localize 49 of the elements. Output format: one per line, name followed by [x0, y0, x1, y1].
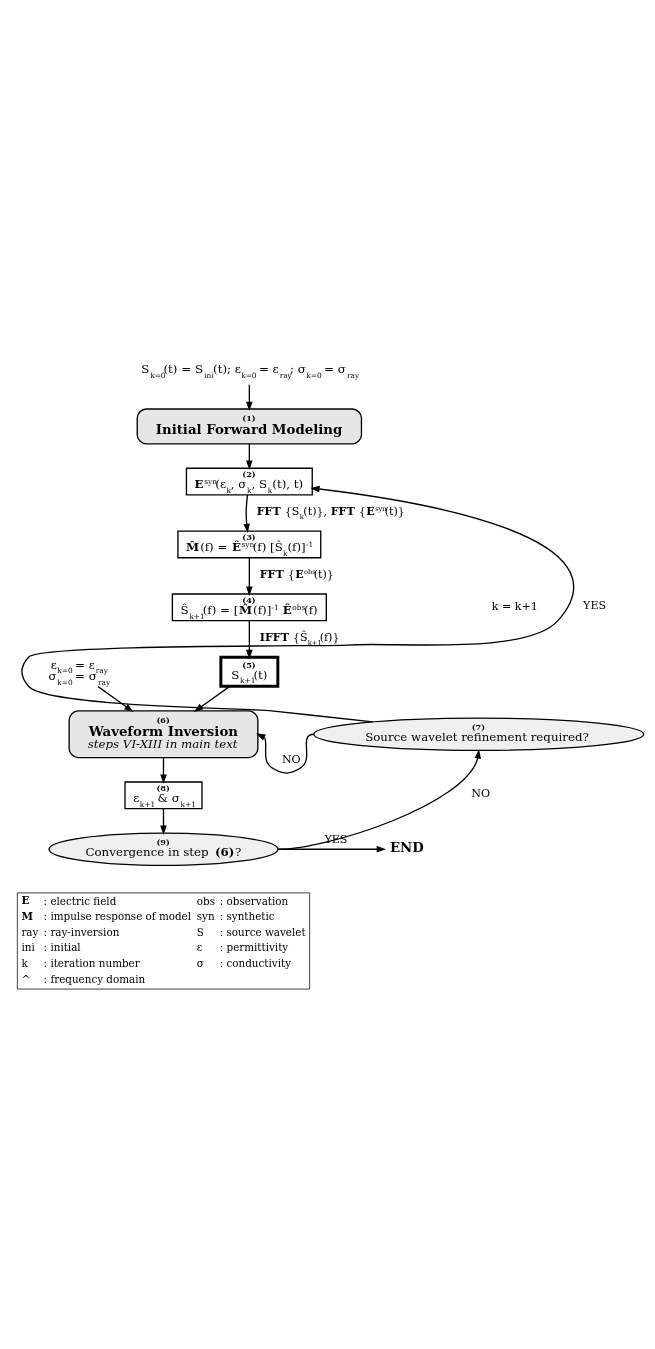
- node-box: (5) S$_{k+1}$(t): [219, 655, 280, 688]
- label: : conductivity: [219, 956, 291, 969]
- arrow: [243, 493, 250, 533]
- label: : frequency domain: [43, 972, 146, 985]
- arrow: [246, 556, 253, 596]
- label: : observation: [219, 894, 289, 907]
- label: : source wavelet: [219, 925, 306, 938]
- node-text: END: [389, 838, 424, 855]
- label: k = k+1: [491, 599, 538, 613]
- node-text: S$_{k=0}$(t) = S$_{ini}$(t); ε$_{k=0}$ = ε$_{ray}$; σ$_{k=0}$ = σ$_{ray}$: [141, 361, 360, 380]
- node-ellipse: (9) Convergence in step (6)?: [48, 831, 279, 866]
- label: ini: [21, 940, 35, 953]
- label: : iteration number: [43, 956, 140, 969]
- label: ε: [196, 940, 203, 953]
- arrow: [277, 845, 386, 853]
- node-box: (2) E$^{syn}$(ε$_{k}$, σ$_{k}$, S$_{k}$(t), t): [185, 467, 313, 496]
- node-text: ε$_{k=0}$ = ε$_{ray}$ σ$_{k=0}$ = σ$_{ray}$: [48, 657, 111, 687]
- label: : electric field: [43, 894, 117, 907]
- label: ray: [21, 925, 39, 938]
- label: σ: [196, 956, 204, 969]
- label: ^: [21, 972, 31, 985]
- label: obs: [196, 894, 215, 907]
- label: : permittivity: [219, 940, 289, 953]
- label: E: [21, 893, 30, 906]
- edge-label: NO: [471, 786, 491, 800]
- node-box: (3) M̂(f) = Ê$^{syn}$(f) [Ŝ$_{k}$(f)]$^{-1}$: [177, 529, 322, 558]
- label: syn: [196, 909, 215, 922]
- edge-label: YES: [583, 598, 607, 612]
- label: : impulse response of model: [43, 909, 192, 922]
- node-box: (8) ε$_{k+1}$ & σ$_{k+1}$: [124, 780, 203, 809]
- arrow: [246, 619, 253, 659]
- arrow: [278, 748, 481, 850]
- label: : synthetic: [219, 909, 275, 922]
- edge-label: NO: [281, 752, 301, 766]
- node-box: (1) Initial Forward Modeling: [136, 407, 363, 444]
- edge-label: IFFT {Ŝ$_{k+1}$(f)}: [259, 630, 340, 647]
- label: M: [21, 909, 33, 922]
- edge-label: FFT {E$^{obs}$(t)}: [259, 567, 334, 581]
- label: : ray-inversion: [43, 925, 120, 938]
- arrow: [256, 732, 315, 774]
- edge-label: FFT {S$_{k}$(t)}, FFT {E$^{syn}$(t)}: [256, 504, 405, 521]
- node-box: (6) Waveform Inversion steps VI-XIII in main text: [68, 709, 259, 758]
- label: S: [196, 925, 204, 938]
- arrow: [21, 485, 575, 722]
- arrow: [97, 685, 134, 712]
- label: : initial: [43, 940, 81, 953]
- label: k: [21, 956, 28, 969]
- node-box: (4) Ŝ$_{k+1}$(f) = [M̂(f)]$^{-1}$ Ê$^{obs}$(f): [171, 592, 327, 621]
- node-ellipse: (7) Source wavelet refinement required?: [313, 716, 645, 751]
